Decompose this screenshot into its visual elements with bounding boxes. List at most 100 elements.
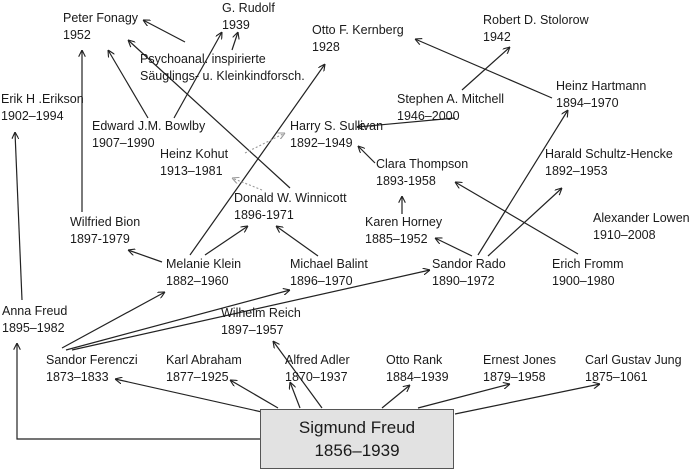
name-kernberg: Otto F. Kernberg [312,23,404,37]
name-erikson: Erik H .Erikson [1,92,84,106]
years-rank: 1884–1939 [386,370,449,384]
name-horney: Karen Horney [365,215,443,229]
years-adler: 1870–1937 [285,370,348,384]
years-erikson: 1902–1994 [1,109,64,123]
node-reich: Wilhelm Reich 1897–1957 [221,305,301,339]
years-winnicott: 1896-1971 [234,208,294,222]
years-kernberg: 1928 [312,40,340,54]
institution-line2: Säuglings- u. Kleinkindforsch. [140,69,305,83]
arrow-institution-rudolf [231,32,238,51]
arrow-fromm-thompson [455,182,579,255]
arrow-freud-abraham [230,380,279,409]
name-rado: Sandor Rado [432,257,506,271]
node-hartmann: Heinz Hartmann 1894–1970 [556,78,646,112]
arrow-winnicott-fonagy [128,40,291,189]
years-klein: 1882–1960 [166,274,229,288]
name-hartmann: Heinz Hartmann [556,79,647,93]
name-thompson: Clara Thompson [376,157,469,171]
node-abraham: Karl Abraham 1877–1925 [166,352,242,386]
years-freud: 1856–1939 [314,441,400,460]
years-mitchell: 1946–2000 [397,109,460,123]
name-mitchell: Stephen A. Mitchell [397,92,505,106]
arrow-rado-horney [435,238,473,257]
node-bion: Wilfried Bion 1897-1979 [70,214,140,248]
years-lowen: 1910–2008 [593,228,656,242]
name-stolorow: Robert D. Stolorow [483,13,589,27]
name-rank: Otto Rank [386,353,443,367]
name-fromm: Erich Fromm [552,257,624,271]
arrow-bowlby-fonagy [108,50,149,119]
node-rudolf: G. Rudolf 1939 [222,0,275,34]
name-bion: Wilfried Bion [70,215,141,229]
arrow-klein-kernberg [189,64,325,256]
node-sullivan: Harry S. Sullivan 1892–1949 [290,118,383,152]
node-adler: Alfred Adler 1870–1937 [285,352,350,386]
name-ferenczi: Sandor Ferenczi [46,353,138,367]
arrow-freud-reich [273,341,323,409]
name-adler: Alfred Adler [285,353,350,367]
years-reich: 1897–1957 [221,323,284,337]
node-mitchell: Stephen A. Mitchell 1946–2000 [397,91,504,125]
name-balint: Michael Balint [290,257,368,271]
name-freud: Sigmund Freud [298,418,416,437]
arrow-kohut-sullivan [244,133,285,154]
arrow-freud-rank [381,385,410,409]
years-jung: 1875–1061 [585,370,648,384]
arrow-freud-jung [454,384,600,415]
years-abraham: 1877–1925 [166,370,229,384]
node-schultz: Harald Schultz-Hencke 1892–1953 [545,146,673,180]
arrow-institution-fonagy [143,20,186,43]
years-horney: 1885–1952 [365,232,428,246]
arrow-annafreud-erikson [15,132,23,301]
name-kohut: Heinz Kohut [160,147,229,161]
years-fromm: 1900–1980 [552,274,615,288]
node-stolorow: Robert D. Stolorow 1942 [483,12,589,46]
node-erikson: Erik H .Erikson 1902–1994 [1,91,84,125]
arrow-ferenczi-klein [61,292,165,349]
arrow-ferenczi-rado [71,270,430,351]
node-balint: Michael Balint 1896–1970 [290,256,368,290]
node-ferenczi: Sandor Ferenczi 1873–1833 [46,352,138,386]
node-fonagy: Peter Fonagy 1952 [63,10,138,44]
institution-line1: Psychoanal. inspirierte [140,52,266,66]
name-jung: Carl Gustav Jung [585,353,682,367]
node-kernberg: Otto F. Kernberg 1928 [312,22,404,56]
arrow-balint-winnicott [276,226,319,257]
years-thompson: 1893-1958 [376,174,436,188]
arrow-ferenczi-balint [65,290,290,351]
name-annafreud: Anna Freud [2,304,68,318]
arrow-rado-schultz [487,188,562,257]
node-kohut: Heinz Kohut 1913–1981 [160,146,228,180]
node-freud: Sigmund Freud 1856–1939 [260,409,454,469]
name-winnicott: Donald W. Winnicott [234,191,347,205]
name-reich: Wilhelm Reich [221,306,301,320]
years-bion: 1897-1979 [70,232,130,246]
years-annafreud: 1895–1982 [2,321,65,335]
node-rank: Otto Rank 1884–1939 [386,352,449,386]
years-schultz: 1892–1953 [545,164,608,178]
arrow-rado-hartmann [477,110,568,256]
node-winnicott: Donald W. Winnicott 1896-1971 [234,190,347,224]
node-bowlby: Edward J.M. Bowlby 1907–1990 [92,118,205,152]
arrow-freud-ferenczi [115,379,263,413]
name-schultz: Harald Schultz-Hencke [545,147,673,161]
years-jones: 1879–1958 [483,370,546,384]
arrow-freud-adler [290,382,301,409]
years-rado: 1890–1972 [432,274,495,288]
node-annafreud: Anna Freud 1895–1982 [2,303,67,337]
years-ferenczi: 1873–1833 [46,370,109,384]
arrow-klein-winnicott [204,226,248,256]
years-rudolf: 1939 [222,18,250,32]
years-kohut: 1913–1981 [160,164,223,178]
arrow-winnicott-kohut [232,178,263,191]
arrow-freud-annafreud [17,343,262,440]
name-sullivan: Harry S. Sullivan [290,119,384,133]
years-sullivan: 1892–1949 [290,136,353,150]
arrow-mitchell-stolorow [461,47,510,91]
node-thompson: Clara Thompson 1893-1958 [376,156,468,190]
name-abraham: Karl Abraham [166,353,242,367]
arrow-freud-jones [417,384,510,409]
name-fonagy: Peter Fonagy [63,11,139,25]
